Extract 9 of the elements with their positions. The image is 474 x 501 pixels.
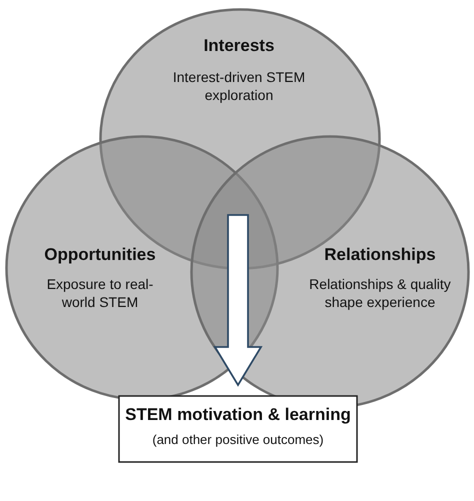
description: (and other positive outcomes) xyxy=(151,431,325,449)
heading: Opportunities xyxy=(43,245,157,265)
description: Relationships & quality shape experience xyxy=(308,275,452,311)
description: Exposure to real-world STEM xyxy=(46,275,154,311)
heading: Interests xyxy=(202,36,276,56)
heading: STEM motivation & learning xyxy=(124,405,352,425)
block-arrow xyxy=(213,214,263,387)
heading: Relationships xyxy=(323,245,437,265)
description: Interest-driven STEM exploration xyxy=(172,68,306,104)
